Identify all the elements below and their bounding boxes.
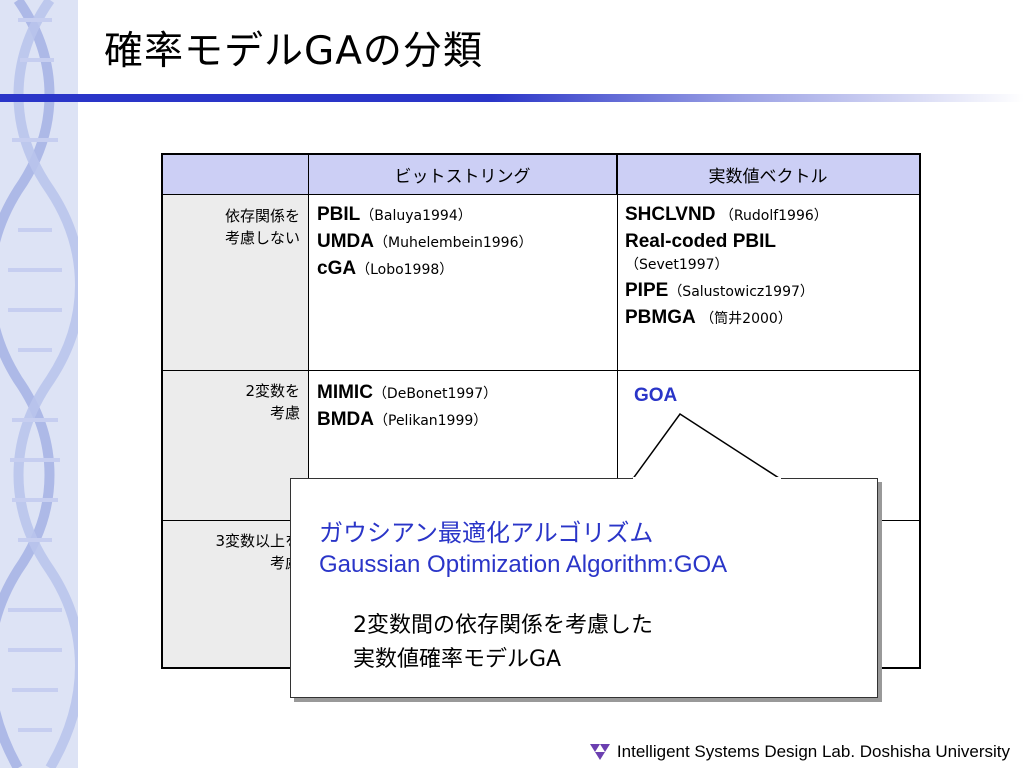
algorithm-entry: UMDA（Muhelembein1996） (317, 231, 533, 252)
goa-label: GOA (634, 385, 678, 406)
algorithm-entry: SHCLVND （Rudolf1996） (625, 204, 828, 225)
algorithm-entry: PIPE（Salustowicz1997） (625, 280, 814, 301)
row-label-two-variables: 2変数を 考慮 (163, 370, 309, 520)
dna-helix-icon (0, 0, 78, 768)
row-label-line: 考慮 (269, 404, 300, 422)
callout-pointer-joint (633, 477, 781, 480)
row-divider (163, 370, 919, 371)
row-label-line: 考慮しない (224, 229, 300, 247)
algorithm-entry: PBIL（Baluya1994） (317, 204, 472, 225)
cell-two-variables-bitstring: MIMIC（DeBonet1997） BMDA（Pelikan1999） (309, 377, 617, 443)
header-real-vector: 実数値ベクトル (617, 155, 919, 195)
header-bitstring: ビットストリング (309, 155, 617, 195)
header-corner-cell (163, 155, 309, 195)
slide-title: 確率モデルGAの分類 (104, 29, 483, 74)
row-label-line: 3変数以上を (215, 532, 300, 550)
footer: Intelligent Systems Design Lab. Doshisha… (589, 742, 1010, 762)
callout-description-line: 2変数間の依存関係を考慮した (353, 613, 653, 638)
algorithm-ref: （Sevet1997） (625, 257, 729, 273)
row-label-three-plus: 3変数以上を 考慮 (163, 520, 309, 667)
cell-no-dependency-real: SHCLVND （Rudolf1996） Real-coded PBIL （Se… (617, 199, 919, 341)
goa-callout-box: ガウシアン最適化アルゴリズム Gaussian Optimization Alg… (290, 478, 878, 698)
callout-title-english: Gaussian Optimization Algorithm:GOA (319, 551, 728, 578)
algorithm-entry: Real-coded PBIL (625, 231, 776, 252)
algorithm-entry: BMDA（Pelikan1999） (317, 409, 488, 430)
algorithm-entry: cGA（Lobo1998） (317, 258, 454, 279)
row-label-no-dependency: 依存関係を 考慮しない (163, 195, 309, 370)
cell-no-dependency-bitstring: PBIL（Baluya1994） UMDA（Muhelembein1996） c… (309, 199, 617, 292)
row-label-line: 依存関係を (224, 207, 300, 225)
title-underline-bar (0, 94, 1024, 102)
triangle-logo-icon (589, 744, 610, 760)
algorithm-entry: PBMGA （筒井2000） (625, 307, 792, 328)
column-divider (617, 155, 618, 667)
footer-text: Intelligent Systems Design Lab. Doshisha… (616, 742, 1010, 761)
callout-title-japanese: ガウシアン最適化アルゴリズム (319, 519, 654, 547)
sidebar-dna-decoration (0, 0, 78, 768)
row-label-line: 2変数を (245, 382, 300, 400)
callout-description-line: 実数値確率モデルGA (353, 647, 562, 672)
algorithm-entry: MIMIC（DeBonet1997） (317, 382, 498, 403)
